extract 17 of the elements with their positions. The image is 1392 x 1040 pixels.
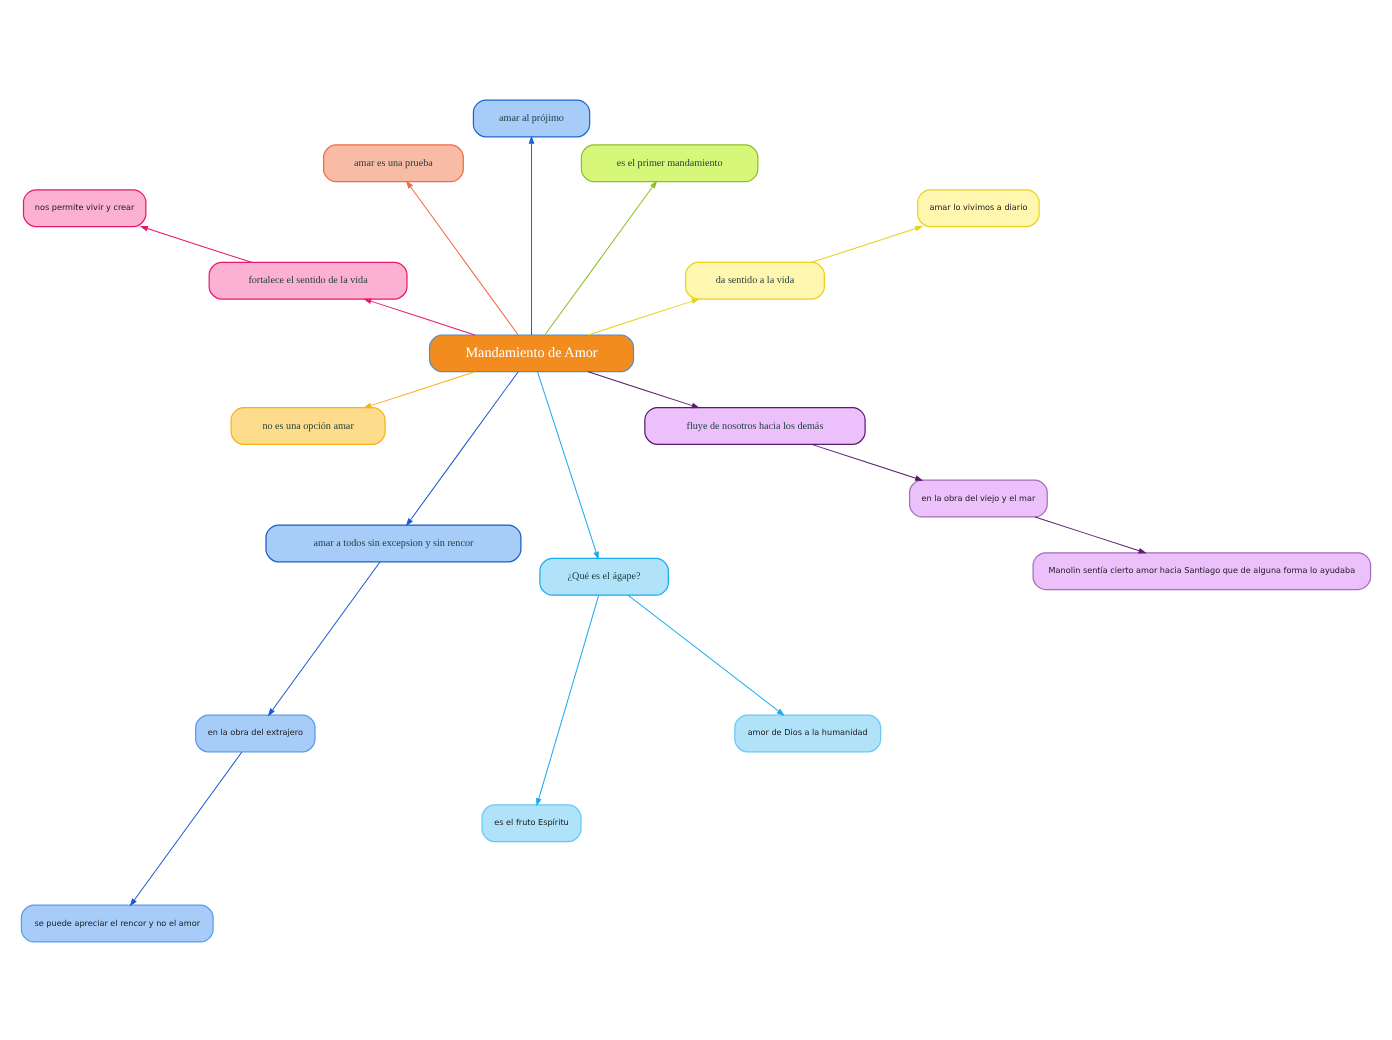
arrow <box>587 370 700 408</box>
arrow <box>627 593 785 715</box>
arrow <box>537 370 599 559</box>
arrow <box>811 442 924 480</box>
arrow <box>363 297 476 335</box>
arrow <box>528 134 535 335</box>
arrow <box>139 224 252 262</box>
arrow <box>405 370 519 526</box>
arrow <box>544 179 658 335</box>
arrow <box>363 370 476 408</box>
arrow <box>405 179 519 335</box>
arrow <box>267 560 381 716</box>
arrow <box>536 593 600 806</box>
arrow <box>811 224 924 262</box>
arrow <box>129 750 243 906</box>
arrow <box>587 297 700 335</box>
arrow <box>1034 515 1147 553</box>
